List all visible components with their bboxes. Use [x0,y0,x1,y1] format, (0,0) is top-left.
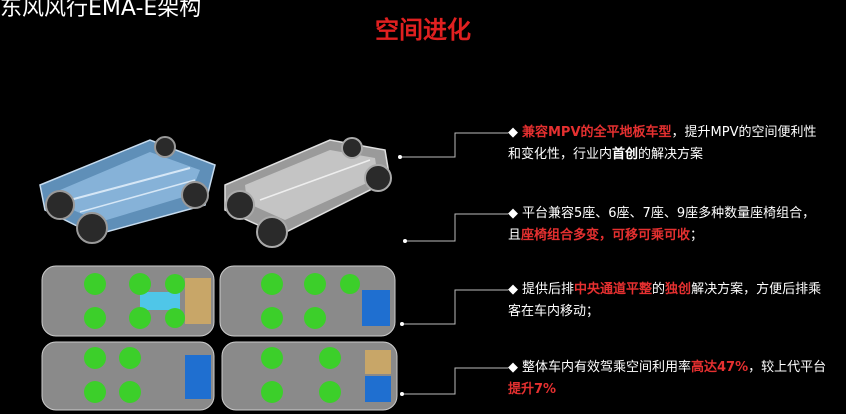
bullet-text: ，较上代平台 [748,360,827,375]
section-title: 空间进化 [375,16,471,44]
bullet-text: 整体车内有效驾乘空间利用率 [522,360,692,375]
seat-layout-top-right [219,265,396,337]
bullet-text: ，提升MPV的空间便利性和变化性，行业内 [508,125,817,162]
connector-lines [400,132,508,395]
diamond-icon: ◆ [508,206,518,221]
seat-layout-bottom-right [221,341,398,411]
bullet-text: 座椅组合多变，可移可乘可收 [521,228,691,243]
bullet-1: ◆ 兼容MPV的全平地板车型，提升MPV的空间便利性和变化性，行业内首创的解决方案 [508,122,828,166]
bullet-text: 高达47% [691,360,749,375]
grey-chassis-image [224,137,392,248]
bullet-4: ◆ 整体车内有效驾乘空间利用率高达47%，较上代平台提升7% [508,357,828,401]
bullet-text: 平台兼容5座、6座、7座、9座多种数量座椅组合，且 [508,206,816,243]
bullet-2: ◆平台兼容5座、6座、7座、9座多种数量座椅组合，且座椅组合多变，可移可乘可收； [508,203,828,247]
bullet-text: 的解决方案 [638,147,704,162]
platform-title: 东风风行EMA-E架构 [0,0,202,21]
bullet-text: 的 [652,282,666,297]
bullet-text: 提升7% [508,382,557,397]
bullet-text: 首创 [612,147,639,162]
blue-chassis-image [39,136,216,244]
bullet-text: ； [690,228,704,243]
bullet-text: 中央通道平整 [574,282,653,297]
bullet-text: 独创 [665,282,692,297]
bullet-text: 兼容MPV的全平地板车型 [522,125,672,140]
diamond-icon: ◆ [508,360,518,375]
bullet-3: ◆ 提供后排中央通道平整的独创解决方案，方便后排乘客在车内移动； [508,279,828,323]
seat-layout-top-left [41,265,215,337]
diamond-icon: ◆ [508,125,518,140]
diamond-icon: ◆ [508,282,518,297]
bullet-text: 解决方案，方便后排乘客在车内移动； [508,282,822,319]
seat-layout-bottom-left [41,341,215,411]
bullet-text: 提供后排 [522,282,575,297]
